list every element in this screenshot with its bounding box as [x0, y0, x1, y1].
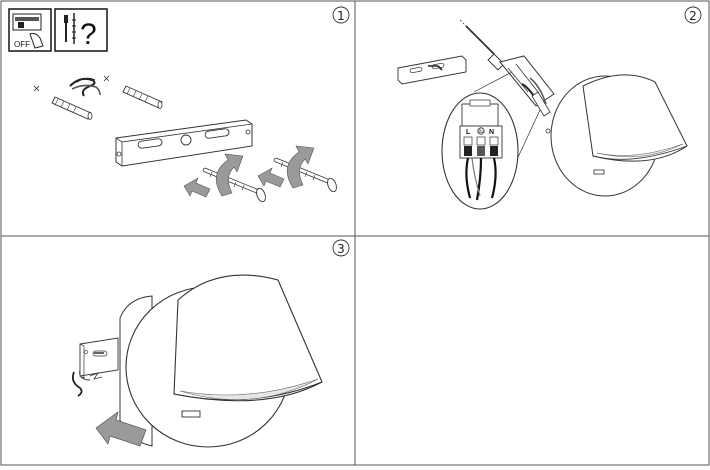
wall-bracket-small [397, 55, 467, 85]
wall-plug-right [122, 85, 163, 109]
push-arrow-right [257, 167, 285, 188]
power-off-icon: OFF [8, 8, 52, 52]
step-3-circle [332, 239, 350, 257]
step-3-number: 3 [337, 242, 345, 256]
panel-step-1: 1 OFF ? [8, 6, 350, 203]
lamp-shade-step-3 [173, 274, 323, 402]
mounting-bracket [115, 119, 253, 167]
off-label: OFF [14, 40, 30, 49]
terminal-n-label: N [489, 129, 494, 136]
supply-wires [69, 77, 101, 97]
junction-block [499, 55, 555, 117]
rotate-arrow-left [215, 153, 244, 197]
screw-left [202, 167, 266, 203]
question-mark: ? [80, 18, 97, 51]
push-arrow-step-3 [95, 411, 147, 447]
panel-step-2: 2 L [397, 6, 702, 210]
rotate-arrow-right [286, 145, 315, 189]
wall-plug-left [51, 96, 93, 120]
step-1-circle [332, 6, 350, 24]
screw-right [273, 157, 337, 193]
wire-stubs [71, 369, 103, 397]
drill-marks [33, 75, 110, 92]
step-2-circle [684, 6, 702, 24]
step-1-number: 1 [337, 9, 345, 23]
panel-step-3: 3 [71, 239, 350, 448]
step-2-number: 2 [689, 9, 697, 23]
terminal-zoom-detail: L N [441, 92, 519, 210]
wall-lamp-step-2 [545, 74, 688, 197]
terminal-l-label: L [466, 129, 471, 136]
callout-line-top [473, 71, 513, 93]
push-arrow-left [183, 177, 211, 198]
wall-bracket-step-3 [79, 337, 119, 379]
tools-question-icon: ? [54, 8, 108, 52]
screwdriver [459, 19, 505, 71]
